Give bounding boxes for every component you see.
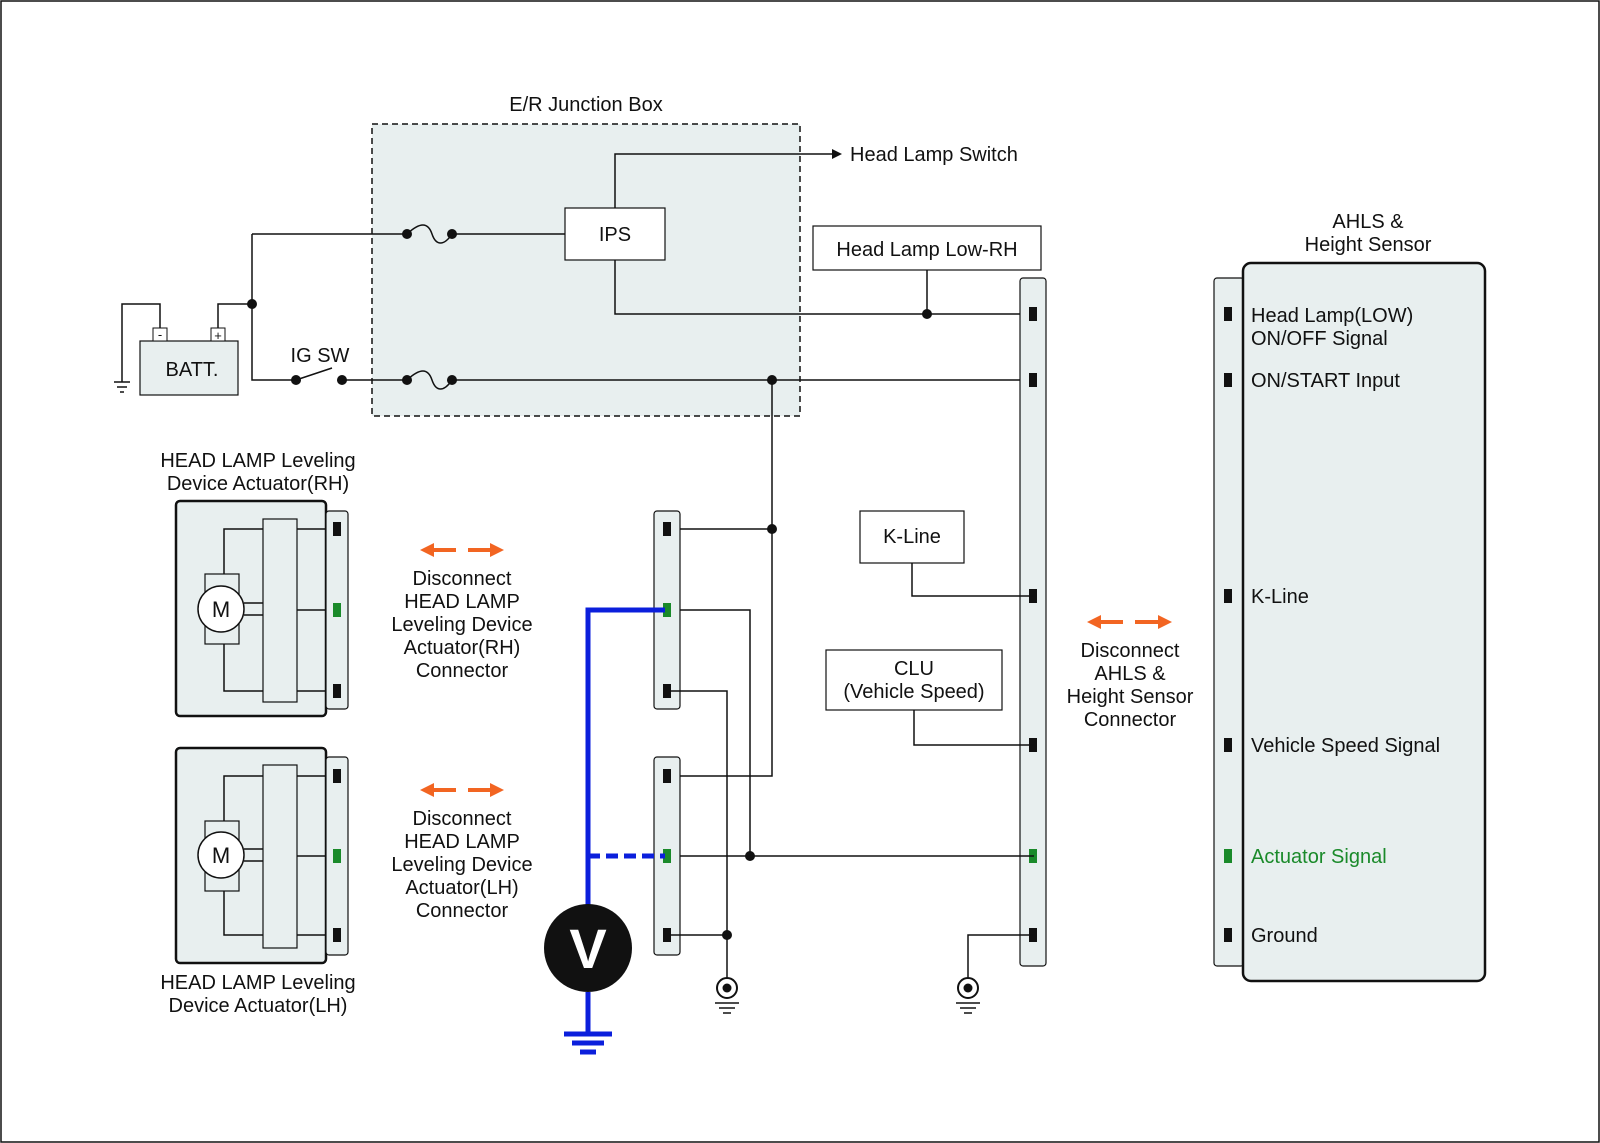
motor-rh-label: M — [212, 597, 230, 622]
ahls-title-1: AHLS & — [1332, 211, 1404, 233]
disconnect-ahls-line-3: Height Sensor — [1067, 686, 1194, 708]
motor-icon — [197, 831, 245, 879]
motor-lh-label: M — [212, 843, 230, 868]
disconnect-rh-line-4: Actuator(RH) — [404, 637, 521, 659]
fuse-bottom — [402, 370, 1034, 390]
ground-icon — [715, 977, 739, 1014]
arrow-right-icon — [490, 543, 504, 557]
arrow-left-icon — [420, 543, 434, 557]
voltmeter-label: V — [569, 917, 606, 980]
head-lamp-low-rh: Head Lamp Low-RH — [812, 225, 1042, 314]
head-lamp-switch-label: Head Lamp Switch — [850, 144, 1018, 166]
actuator-lh: M HEAD LAMP Leveling Device Actuator(LH) — [160, 746, 356, 1017]
disconnect-lh-indicator: Disconnect HEAD LAMP Leveling Device Act… — [391, 783, 533, 922]
disconnect-ahls-line-4: Connector — [1084, 709, 1177, 731]
disconnect-lh-line-1: Disconnect — [413, 808, 512, 830]
battery-minus-label: - — [158, 327, 162, 342]
battery: BATT. - + — [114, 303, 252, 396]
disconnect-ahls-line-2: AHLS & — [1094, 663, 1166, 685]
ips-label: IPS — [599, 224, 631, 246]
battery-plus-label: + — [214, 328, 222, 343]
disconnect-ahls-line-1: Disconnect — [1081, 640, 1180, 662]
disconnect-rh-line-1: Disconnect — [413, 568, 512, 590]
ahls-pin-label-3: K-Line — [1251, 586, 1309, 608]
disconnect-rh-line-3: Leveling Device — [391, 614, 532, 636]
arrow-left-icon — [420, 783, 434, 797]
motor-icon — [197, 585, 245, 633]
disconnect-lh-line-3: Leveling Device — [391, 854, 532, 876]
ahls-pin-label-1a: Head Lamp(LOW) — [1251, 305, 1413, 327]
wire-actuator-ground — [670, 690, 728, 980]
ig-sw-label: IG SW — [291, 345, 350, 367]
disconnect-lh-line-2: HEAD LAMP — [404, 831, 520, 853]
wire-battery-positive — [251, 234, 296, 381]
disconnect-rh-line-5: Connector — [416, 660, 509, 682]
voltmeter: V — [544, 607, 665, 1055]
ahls-pin-label-4: Vehicle Speed Signal — [1251, 735, 1440, 757]
arrow-right-icon — [490, 783, 504, 797]
disconnect-rh-line-2: HEAD LAMP — [404, 591, 520, 613]
splice-dot — [922, 309, 932, 319]
wire-ips-output — [614, 260, 1034, 315]
disconnect-rh-indicator: Disconnect HEAD LAMP Leveling Device Act… — [391, 543, 533, 682]
head-lamp-switch-feed: Head Lamp Switch — [614, 144, 1018, 208]
arrow-right-icon — [832, 149, 842, 159]
clu-box: CLU (Vehicle Speed) — [825, 649, 1034, 746]
ahls-harness-connector — [1019, 277, 1047, 967]
ig-switch: IG SW — [291, 345, 407, 385]
arrow-right-icon — [1158, 615, 1172, 629]
junction-box: E/R Junction Box — [371, 94, 801, 417]
battery-label: BATT. — [166, 359, 219, 381]
actuator-lh-title-1: HEAD LAMP Leveling — [160, 972, 355, 994]
disconnect-lh-line-4: Actuator(LH) — [405, 877, 518, 899]
actuator-rh-title-2: Device Actuator(RH) — [167, 473, 349, 495]
junction-box-label: E/R Junction Box — [509, 94, 662, 116]
ahls-title-2: Height Sensor — [1305, 234, 1432, 256]
wire-ahls-ground — [967, 934, 1034, 980]
ahls-module: AHLS & Height Sensor Head Lamp(LOW) ON/O… — [1213, 211, 1487, 983]
ground-icon — [956, 977, 980, 1014]
k-line-box-label: K-Line — [883, 526, 941, 548]
clu-label-1: CLU — [894, 658, 934, 680]
clu-label-2: (Vehicle Speed) — [843, 681, 984, 703]
ahls-pin-label-6: Ground — [1251, 925, 1318, 947]
ahls-pin-label-2: ON/START Input — [1251, 370, 1400, 392]
actuator-rh-title-1: HEAD LAMP Leveling — [160, 450, 355, 472]
fuse-top — [402, 224, 565, 244]
actuator-lh-title-2: Device Actuator(LH) — [169, 995, 348, 1017]
disconnect-ahls-indicator: Disconnect AHLS & Height Sensor Connecto… — [1067, 615, 1194, 731]
k-line-box: K-Line — [859, 510, 1034, 597]
disconnect-lh-line-5: Connector — [416, 900, 509, 922]
actuator-rh: HEAD LAMP Leveling Device Actuator(RH) M — [160, 450, 356, 718]
ahls-pin-label-5: Actuator Signal — [1251, 846, 1387, 868]
wire-ig-to-actuators — [670, 380, 773, 777]
ips-module: IPS — [564, 207, 666, 261]
arrow-left-icon — [1087, 615, 1101, 629]
head-lamp-low-rh-label: Head Lamp Low-RH — [836, 239, 1017, 261]
ahls-pin-label-1b: ON/OFF Signal — [1251, 328, 1388, 350]
